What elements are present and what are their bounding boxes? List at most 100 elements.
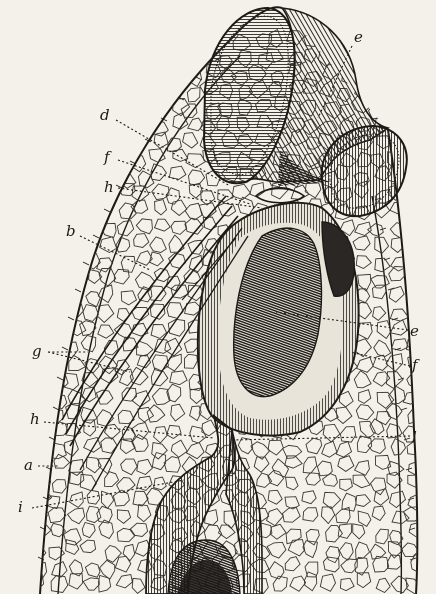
tissue-cell	[169, 235, 184, 252]
tissue-cell	[369, 52, 386, 66]
tissue-cell	[267, 509, 284, 526]
tissue-cell	[133, 491, 148, 506]
tissue-cell	[36, 237, 52, 251]
tissue-cell	[36, 82, 51, 97]
tissue-cell	[183, 33, 197, 45]
tissue-cell	[153, 66, 167, 82]
tissue-cell	[189, 170, 205, 185]
tissue-cell	[303, 508, 318, 522]
tissue-cell	[184, 339, 198, 352]
tissue-cell	[285, 497, 299, 509]
tissue-cell	[357, 357, 374, 372]
tissue-cell	[31, 373, 47, 388]
tissue-cell	[34, 133, 49, 149]
tissue-cell	[326, 525, 343, 542]
tissue-cell	[137, 35, 151, 48]
tissue-cell	[357, 323, 372, 340]
tissue-cell	[29, 268, 45, 286]
tissue-cell	[353, 475, 370, 488]
tissue-cell	[50, 254, 65, 270]
tissue-cell	[164, 457, 180, 473]
tissue-cell	[65, 284, 81, 301]
tissue-cell	[390, 223, 406, 238]
tissue-cell	[353, 524, 365, 539]
tissue-cell	[408, 291, 422, 305]
tissue-cell	[360, 421, 376, 438]
tissue-cell	[134, 234, 149, 248]
label-i: i	[18, 498, 23, 516]
tissue-cell	[171, 200, 187, 216]
tissue-cell	[119, 98, 134, 113]
tissue-cell	[81, 189, 94, 203]
tissue-cell	[168, 69, 183, 85]
lower-duct	[146, 416, 262, 594]
label-h-upper: h	[104, 178, 114, 196]
tissue-cell	[117, 528, 135, 541]
tissue-cell	[123, 544, 135, 560]
tissue-cell	[121, 291, 136, 305]
tissue-cell	[283, 445, 302, 458]
tissue-cell	[54, 289, 70, 307]
tissue-cell	[31, 441, 46, 457]
tissue-cell	[368, 439, 385, 454]
tissue-cell	[66, 71, 82, 84]
tissue-cell	[31, 66, 45, 82]
tissue-cell	[373, 285, 387, 299]
tissue-cell	[340, 479, 353, 491]
tissue-cell	[133, 53, 149, 67]
tissue-cell	[53, 101, 67, 115]
tissue-cell	[48, 32, 60, 48]
tissue-cell	[52, 372, 68, 389]
label-h-lower: h	[30, 410, 40, 428]
tissue-cell	[52, 63, 68, 81]
tissue-cell	[71, 170, 86, 185]
tissue-cell	[409, 302, 426, 319]
tissue-cell	[138, 407, 154, 422]
tissue-cell	[376, 529, 389, 544]
tissue-cell	[31, 223, 47, 239]
tissue-cell	[96, 31, 111, 46]
tissue-cell	[390, 51, 406, 63]
tissue-cell	[403, 392, 419, 404]
tissue-cell	[151, 325, 166, 339]
tissue-cell	[410, 81, 424, 97]
tissue-cell	[386, 354, 403, 372]
tissue-cell	[67, 268, 81, 285]
tissue-cell	[131, 118, 146, 134]
tissue-cell	[393, 119, 407, 134]
tissue-cell	[389, 88, 402, 101]
tissue-cell	[86, 292, 100, 307]
tissue-cell	[52, 185, 69, 200]
tissue-cell	[48, 303, 65, 317]
tissue-cell	[138, 97, 152, 111]
tissue-cell	[130, 523, 148, 536]
tissue-cell	[303, 457, 317, 473]
tissue-cell	[373, 307, 386, 321]
tissue-cell	[102, 81, 114, 95]
tissue-cell	[32, 34, 48, 47]
tissue-cell	[85, 118, 99, 134]
label-g: g	[32, 342, 42, 360]
tissue-cell	[132, 578, 145, 593]
tissue-cell	[69, 46, 84, 61]
tissue-cell	[372, 83, 386, 99]
tissue-cell	[69, 203, 82, 220]
tissue-cell	[47, 496, 60, 509]
tissue-cell	[98, 325, 114, 338]
tissue-cell	[48, 130, 64, 145]
tissue-cell	[375, 34, 391, 48]
tissue-cell	[405, 222, 422, 238]
tissue-cell	[356, 495, 371, 507]
tissue-cell	[405, 235, 420, 250]
tissue-cell	[321, 507, 334, 524]
tissue-cell	[286, 477, 299, 490]
tissue-cell	[186, 443, 204, 459]
tissue-cell	[96, 390, 113, 404]
tissue-cell	[268, 490, 282, 504]
tissue-cell	[105, 546, 121, 563]
tissue-cell	[336, 442, 351, 458]
tissue-cell	[304, 572, 316, 591]
tissue-cell	[411, 256, 424, 272]
tissue-cell	[305, 183, 321, 198]
